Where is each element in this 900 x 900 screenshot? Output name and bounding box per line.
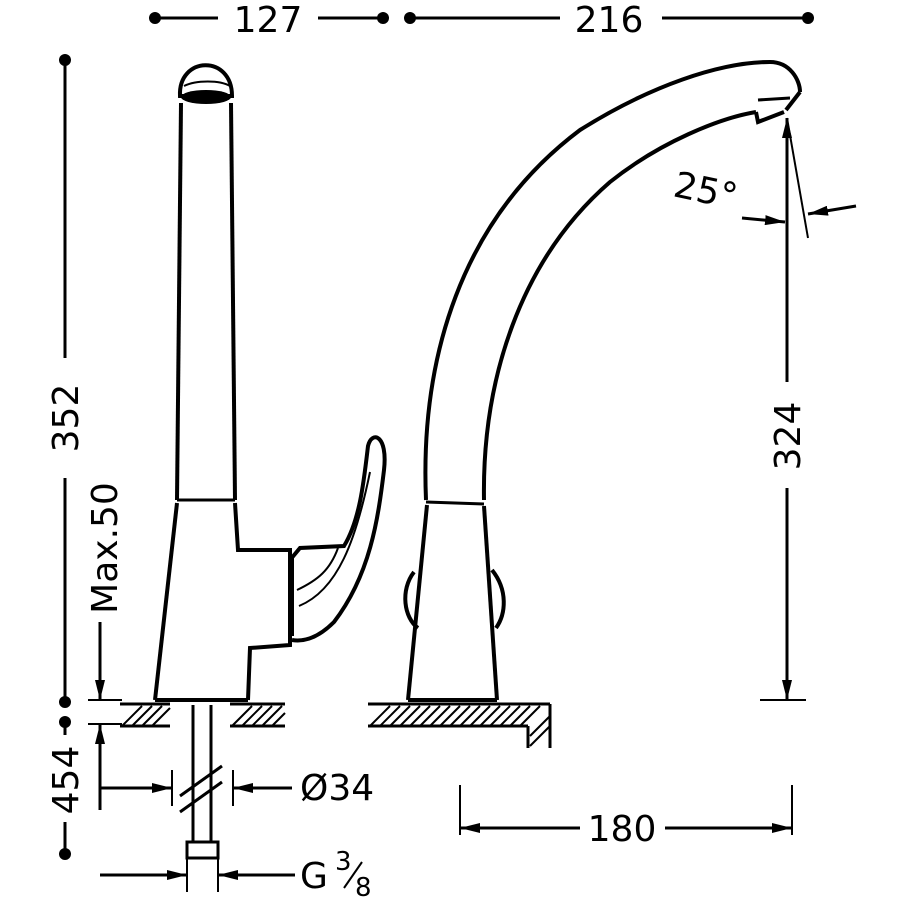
faucet-front-view — [153, 63, 387, 702]
countertop-right — [368, 702, 552, 748]
dimension-352-label: 352 — [46, 384, 87, 453]
countertop-left — [120, 702, 286, 728]
base-reach-label: 180 — [588, 809, 657, 850]
hose-diameter-dimension: Ø34 — [100, 768, 374, 809]
height-dimension-352: 352 — [46, 54, 87, 708]
base-reach-dimension: 180 — [459, 785, 793, 850]
thread-label: G — [300, 856, 328, 897]
spout-angle-label: 25° — [670, 165, 741, 218]
spout-height-dimension: 324 — [760, 118, 809, 701]
dimension-127-label: 127 — [234, 0, 303, 41]
under-dimension-454: 454 — [46, 716, 87, 860]
thread-fraction-denominator: 8 — [355, 873, 372, 900]
dimension-454-label: 454 — [46, 746, 87, 815]
supply-hose — [179, 705, 223, 860]
hose-diameter-label: Ø34 — [300, 768, 374, 809]
thread-fraction-numerator: 3 — [335, 847, 352, 877]
faucet-side-view — [403, 59, 802, 702]
thread-dimension: G 3 8 — [100, 847, 372, 900]
top-dimension-127: 127 — [149, 0, 389, 41]
dimension-216-label: 216 — [575, 0, 644, 41]
top-dimension-216: 216 — [404, 0, 814, 41]
spout-height-label: 324 — [768, 402, 809, 471]
spout-angle-dimension: 25° — [670, 117, 857, 239]
max-thickness-label: Max.50 — [85, 482, 126, 614]
max-thickness-dimension: Max.50 — [85, 482, 126, 810]
